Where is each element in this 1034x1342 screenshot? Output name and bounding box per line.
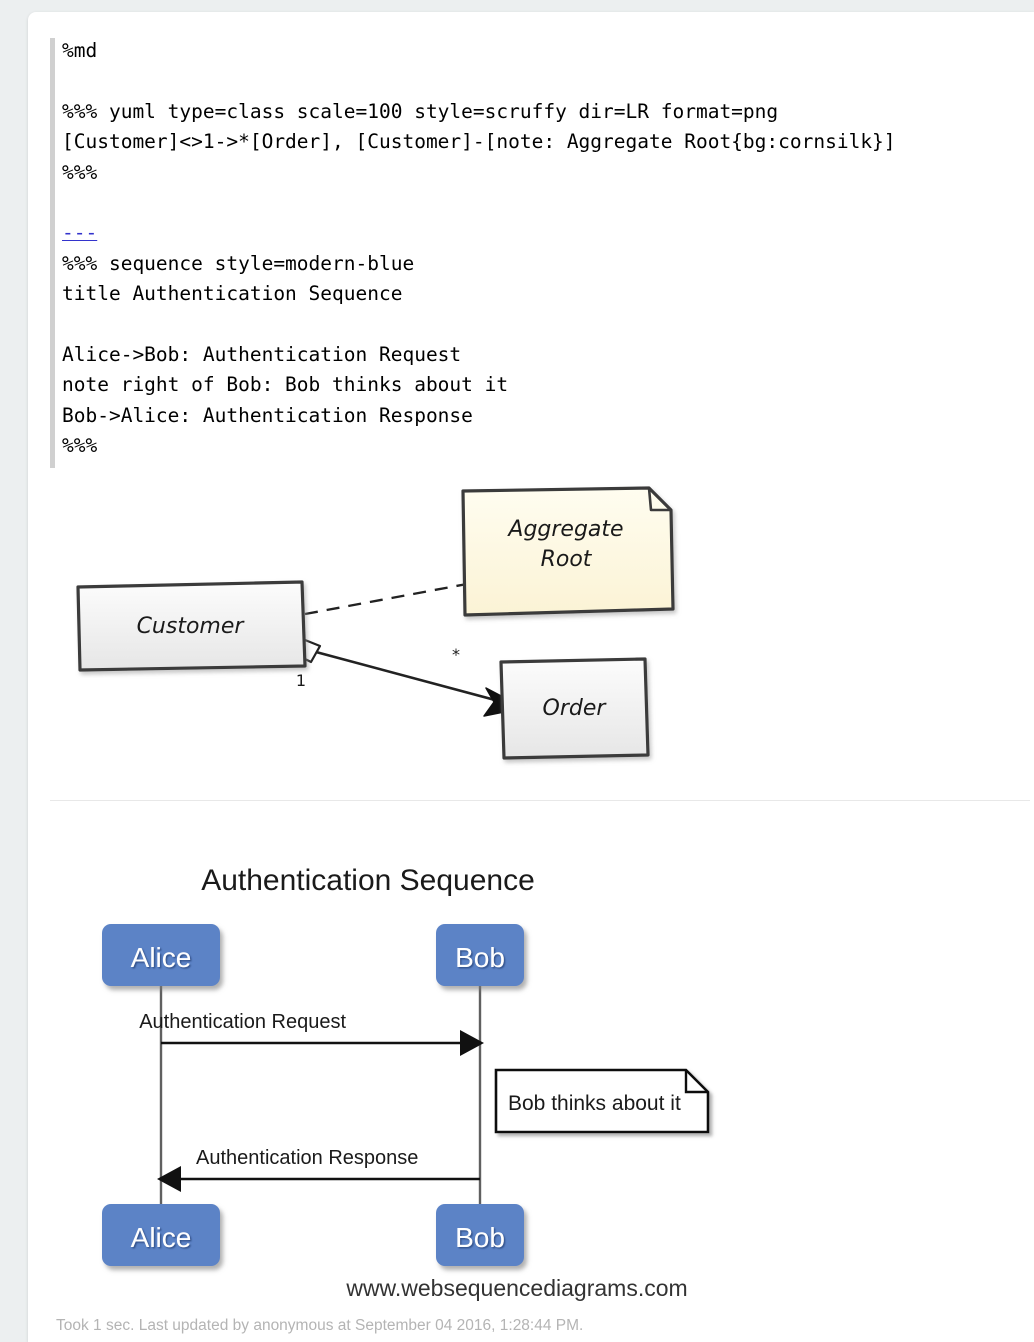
code-line-1 bbox=[62, 66, 1022, 96]
class-node-order-label: Order bbox=[543, 696, 608, 721]
code-line-7: %%% sequence style=modern-blue bbox=[62, 251, 415, 275]
note-link-dashed bbox=[304, 580, 479, 616]
sequence-note-bob-text: Bob thinks about it bbox=[508, 1092, 681, 1115]
code-line-3: [Customer]<>1->*[Order], [Customer]-[not… bbox=[62, 130, 896, 154]
message-1-label: Authentication Request bbox=[139, 1011, 346, 1033]
code-line-8: title Authentication Sequence bbox=[62, 282, 403, 306]
editor-gutter-bar bbox=[50, 38, 55, 468]
sequence-diagram-output: Authentication Sequence Alice Bob Authen… bbox=[56, 838, 756, 1313]
paragraph-status-footer: Took 1 sec. Last updated by anonymous at… bbox=[56, 1317, 584, 1334]
class-note-label-line1: Aggregate bbox=[506, 517, 623, 542]
code-line-10: Alice->Bob: Authentication Request bbox=[62, 343, 462, 367]
actor-bottom-alice bbox=[102, 1204, 220, 1266]
sequence-diagram-svg: Authentication Sequence Alice Bob Authen… bbox=[102, 864, 710, 1301]
actor-top-bob bbox=[436, 924, 524, 986]
class-diagram-svg: Customer Order Aggregate Root 1 * bbox=[76, 486, 675, 760]
note-fold-icon bbox=[647, 487, 671, 512]
message-1-arrowhead bbox=[460, 1030, 484, 1056]
code-line-12: Bob->Alice: Authentication Response bbox=[62, 403, 473, 427]
actor-top-alice bbox=[102, 924, 220, 986]
class-diagram-output: Customer Order Aggregate Root 1 * bbox=[58, 474, 758, 774]
code-line-4: %%% bbox=[62, 160, 98, 184]
sequence-note-bob bbox=[494, 1068, 710, 1134]
paragraph-card: %md %%% yuml type=class scale=100 style=… bbox=[28, 12, 1034, 1342]
class-node-customer bbox=[76, 580, 307, 672]
code-editor[interactable]: %md %%% yuml type=class scale=100 style=… bbox=[50, 38, 1030, 470]
class-node-customer-label: Customer bbox=[137, 614, 246, 639]
sequence-credit: www.websequencediagrams.com bbox=[345, 1275, 687, 1301]
actor-bottom-bob bbox=[436, 1204, 524, 1266]
multiplicity-from: 1 bbox=[296, 671, 306, 690]
sequence-note-fold-icon bbox=[684, 1070, 708, 1094]
code-line-2: %%% yuml type=class scale=100 style=scru… bbox=[62, 99, 779, 123]
code-line-9 bbox=[62, 310, 1022, 340]
multiplicity-to: * bbox=[452, 645, 460, 664]
output-divider bbox=[50, 800, 1030, 801]
code-line-5 bbox=[62, 188, 1022, 218]
class-note-label-line2: Root bbox=[541, 547, 593, 572]
code-text[interactable]: %md %%% yuml type=class scale=100 style=… bbox=[62, 38, 1022, 462]
code-line-11: note right of Bob: Bob thinks about it bbox=[62, 373, 509, 397]
actor-bottom-bob-label: Bob bbox=[455, 1222, 505, 1253]
class-note-aggregate-root bbox=[461, 486, 675, 617]
message-2-arrowhead bbox=[157, 1166, 181, 1192]
sequence-title: Authentication Sequence bbox=[201, 864, 535, 897]
actor-bottom-alice-label: Alice bbox=[131, 1222, 192, 1253]
actor-top-bob-label: Bob bbox=[455, 942, 505, 973]
code-line-13: %%% bbox=[62, 434, 98, 458]
actor-top-alice-label: Alice bbox=[131, 942, 192, 973]
code-line-6-hr: --- bbox=[62, 221, 98, 245]
message-2-label: Authentication Response bbox=[196, 1147, 418, 1169]
code-line-0: %md bbox=[62, 39, 98, 62]
class-node-order bbox=[499, 657, 650, 760]
aggregation-edge bbox=[315, 650, 511, 706]
